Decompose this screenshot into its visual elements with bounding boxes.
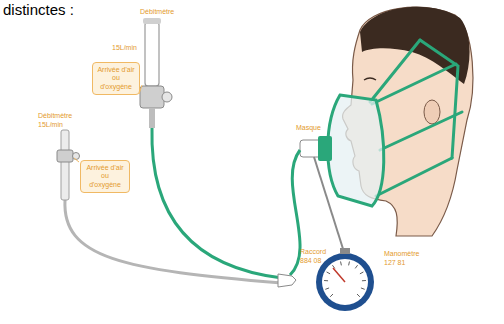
flowmeter-outlet [149,108,155,128]
flowmeter-tube [145,22,159,86]
ear [424,100,440,124]
flowmeter-knob [162,92,172,102]
manometer-neck [340,248,350,254]
manometer-ticks [324,261,366,296]
flowmeter-cap [143,18,161,24]
manometer-gauge [316,253,374,311]
manometer-dial [322,259,368,305]
part-name: Débitmètre [140,8,174,16]
part-reference: 127 81 [384,259,405,267]
note-box: Arrivée d'air ou d'oxygène [80,160,130,193]
part-reference: 884 08 [300,257,321,265]
flowmeter-valve [140,86,164,108]
mask-elbow [318,136,332,161]
note-box: Arrivée d'air ou d'oxygène [92,62,140,95]
part-name: Raccord [300,248,326,256]
box-text: Arrivée d'air ou d'oxygène [85,164,125,189]
air-tube-grey [65,200,282,283]
heading-fragment: distinctes : [3,1,74,18]
part-name: Débitmètre [38,112,72,120]
flowmeter-tube [61,130,69,200]
flowmeter-valve [57,150,73,162]
y-connector [278,274,296,287]
leader-line [74,158,79,162]
manometer-hose [314,157,344,252]
flowmeter-knob [73,153,80,160]
part-name: Manomètre [384,250,419,258]
manometer-needle [333,268,345,282]
box-text: Arrivée d'air ou d'oxygène [97,66,135,91]
oxygen-tube-green [152,128,282,278]
part-name: Masque [296,124,321,132]
flow-rate: 15L/min [112,44,137,52]
flow-rate: 15L/min [38,121,63,129]
eye [364,78,376,80]
oxygen-tube-mask [290,150,300,275]
mask-shell [328,95,384,206]
